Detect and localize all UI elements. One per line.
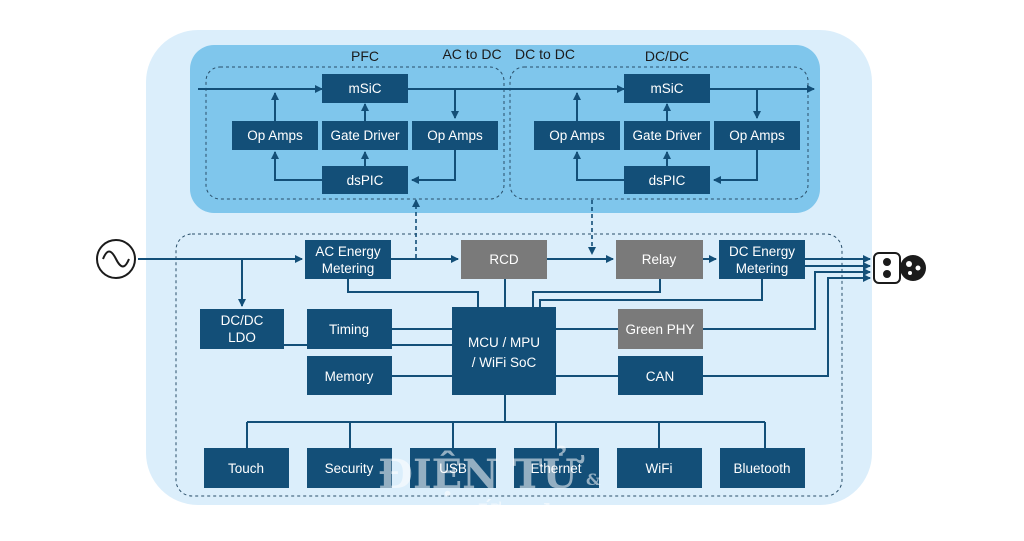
svg-text:USB: USB <box>439 461 467 476</box>
svg-text:/ WiFi SoC: / WiFi SoC <box>472 355 537 370</box>
dcdc-opamp-right-to-dspic <box>713 150 758 184</box>
pfc-msic-block: mSiC <box>322 74 408 103</box>
svg-text:Metering: Metering <box>322 261 375 276</box>
greenphy-to-connector <box>703 268 871 330</box>
bluetooth-block: Bluetooth <box>720 448 805 488</box>
dc-meter-to-mcu <box>539 279 763 307</box>
memory-block: Memory <box>307 356 392 395</box>
timing-block: Timing <box>307 309 392 349</box>
pfc-gate-driver-block: Gate Driver <box>322 121 408 150</box>
svg-text:Touch: Touch <box>228 461 264 476</box>
ac-energy-metering-block: AC Energy Metering <box>305 240 391 279</box>
dcdc-frame <box>509 66 809 200</box>
wifi-block: WiFi <box>617 448 702 488</box>
dcdc-gate-driver-block: Gate Driver <box>624 121 710 150</box>
dcdc-dspic-to-opamp-left <box>573 151 624 181</box>
svg-text:MCU / MPU: MCU / MPU <box>468 335 540 350</box>
touch-block: Touch <box>204 448 289 488</box>
ac-meter-to-mcu <box>347 279 479 307</box>
svg-text:RCD: RCD <box>489 252 518 267</box>
dc-energy-metering-block: DC Energy Metering <box>719 240 805 279</box>
svg-text:dsPIC: dsPIC <box>649 173 686 188</box>
dcdc-op-amps-right-block: Op Amps <box>714 121 800 150</box>
can-to-connector <box>703 274 871 377</box>
svg-text:Security: Security <box>325 461 374 476</box>
relay-block: Relay <box>616 240 703 279</box>
pfc-op-amps-right-block: Op Amps <box>412 121 498 150</box>
security-block: Security <box>307 448 392 488</box>
watermark-logo: ĐIỆN TỬ & Ứng dụng <box>378 447 601 526</box>
pfc-frame <box>205 66 505 200</box>
svg-text:Ethernet: Ethernet <box>530 461 581 476</box>
pfc-header: PFC <box>351 48 379 64</box>
pfc-dspic-block: dsPIC <box>322 166 408 194</box>
pfc-dspic-to-opamp-left <box>271 151 322 181</box>
ethernet-block: Ethernet <box>514 448 599 488</box>
pfc-opamp-right-to-dspic <box>411 150 456 184</box>
svg-text:Green PHY: Green PHY <box>625 322 694 337</box>
svg-text:Op Amps: Op Amps <box>427 128 483 143</box>
svg-text:Gate Driver: Gate Driver <box>330 128 400 143</box>
dcdc-msic-block: mSiC <box>624 74 710 103</box>
svg-text:Memory: Memory <box>325 369 374 384</box>
svg-text:Op Amps: Op Amps <box>247 128 303 143</box>
svg-text:DC Energy: DC Energy <box>729 244 795 259</box>
svg-text:Op Amps: Op Amps <box>729 128 785 143</box>
svg-text:Relay: Relay <box>642 252 677 267</box>
svg-text:Op Amps: Op Amps <box>549 128 605 143</box>
dcdc-op-amps-left-block: Op Amps <box>534 121 620 150</box>
svg-text:Metering: Metering <box>736 261 789 276</box>
mcu-block: MCU / MPU / WiFi SoC <box>452 307 556 395</box>
rcd-block: RCD <box>461 240 547 279</box>
svg-text:DC/DC: DC/DC <box>221 313 264 328</box>
svg-text:mSiC: mSiC <box>349 81 382 96</box>
svg-text:ĐIỆN TỬ: ĐIỆN TỬ <box>378 447 584 498</box>
svg-text:Timing: Timing <box>329 322 369 337</box>
svg-text:mSiC: mSiC <box>651 81 684 96</box>
dc-to-dc-label: DC to DC <box>515 46 575 62</box>
svg-text:Ứng dụng: Ứng dụng <box>478 499 599 526</box>
svg-text:AC Energy: AC Energy <box>315 244 381 259</box>
green-phy-block: Green PHY <box>618 309 703 349</box>
svg-text:LDO: LDO <box>228 330 256 345</box>
svg-text:Bluetooth: Bluetooth <box>733 461 790 476</box>
pfc-op-amps-left-block: Op Amps <box>232 121 318 150</box>
usb-block: USB <box>410 448 496 488</box>
dcdc-header: DC/DC <box>645 48 689 64</box>
can-block: CAN <box>618 356 703 395</box>
svg-text:&: & <box>586 470 601 489</box>
dcdc-dspic-block: dsPIC <box>624 166 710 194</box>
ac-source-icon <box>96 239 136 279</box>
svg-text:Gate Driver: Gate Driver <box>632 128 702 143</box>
ac-to-dc-label: AC to DC <box>442 46 501 62</box>
svg-text:WiFi: WiFi <box>646 461 673 476</box>
ev-connector-icon <box>873 252 926 284</box>
svg-text:dsPIC: dsPIC <box>347 173 384 188</box>
control-frame <box>175 233 843 497</box>
svg-text:CAN: CAN <box>646 369 675 384</box>
relay-to-mcu <box>532 279 661 307</box>
dcdc-ldo-block: DC/DC LDO <box>200 309 284 349</box>
